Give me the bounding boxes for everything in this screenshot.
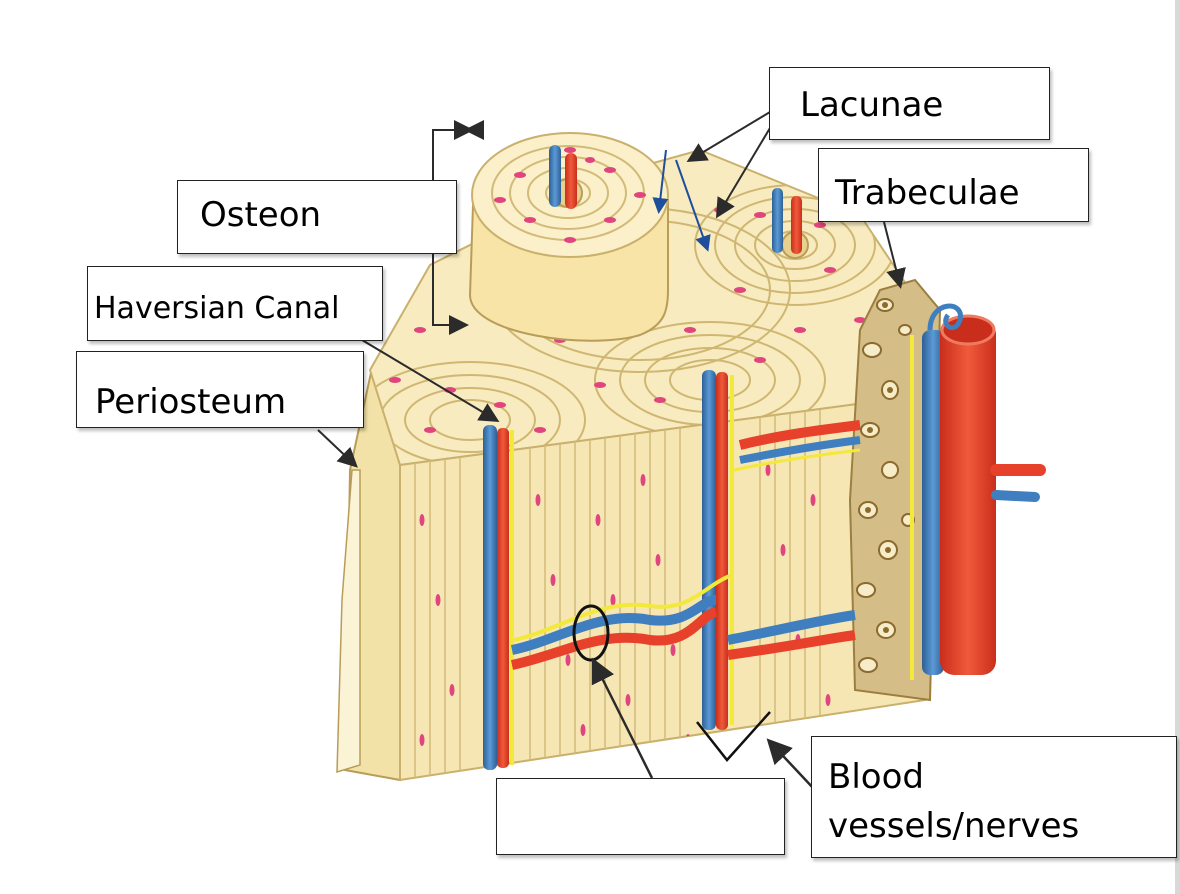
osteon-label: Osteon	[200, 195, 322, 235]
periosteum-label-box[interactable]: Periosteum	[76, 351, 364, 428]
trabeculae-label-box[interactable]: Trabeculae	[818, 148, 1089, 222]
blood-vessels-pointer	[766, 738, 816, 791]
large-vein	[922, 330, 944, 675]
blood-vessels-nerves-label-box[interactable]: Blood vessels/nerves	[811, 736, 1177, 858]
haversian-artery-left	[497, 428, 509, 768]
blank-box-pointer	[591, 657, 654, 779]
osteon-lacunae	[494, 147, 646, 243]
blank-label-box[interactable]	[496, 778, 785, 855]
volkmann-vein	[510, 595, 717, 655]
periosteum-label: Periosteum	[95, 382, 287, 422]
trabeculae-nodules	[865, 302, 893, 633]
second-canal-vein	[772, 188, 783, 253]
blood-vessels-nerves-label: Blood vessels/nerves	[828, 757, 1080, 847]
volkmann-circle-marker	[572, 604, 610, 662]
vein-coil	[927, 303, 963, 331]
volkmann-nerve-upper	[733, 448, 861, 472]
volkmann-vein-upper	[739, 436, 861, 464]
large-artery-opening	[940, 314, 996, 346]
haversian-artery-middle	[716, 372, 728, 730]
haversian-canal-label-box[interactable]: Haversian Canal	[87, 266, 383, 341]
volkmann-artery	[510, 607, 718, 670]
lacunae-pointer-2	[715, 127, 771, 219]
volkmann-vein-right	[727, 610, 856, 645]
periosteum-pointer	[317, 429, 358, 468]
lacunae-pointer-1	[686, 111, 771, 163]
trabeculae-label: Trabeculae	[835, 173, 1020, 213]
trabeculae-spaces	[856, 298, 915, 673]
page-edge	[1175, 0, 1180, 894]
osteon-label-box[interactable]: Osteon	[177, 180, 457, 254]
lacuna-blue-pointer-1	[652, 149, 669, 214]
osteon-artery	[565, 153, 577, 209]
lacunae-label: Lacunae	[800, 85, 944, 125]
front-lacunae	[419, 464, 831, 746]
lacunae-label-box[interactable]: Lacunae	[769, 67, 1050, 140]
lacuna-blue-pointer-2	[675, 159, 711, 252]
trabeculae-pointer	[883, 221, 906, 289]
haversian-vein-left	[483, 425, 497, 770]
volkmann-artery-upper	[738, 420, 861, 450]
periosteum-outer-layer	[336, 469, 361, 774]
vein-branch	[991, 490, 1040, 502]
haversian-vein-middle	[702, 370, 716, 730]
second-canal-artery	[791, 196, 802, 254]
volkmann-artery-right	[727, 630, 856, 660]
large-artery	[940, 320, 996, 675]
volkmann-nerve	[513, 573, 733, 642]
haversian-pointer	[361, 339, 500, 423]
blood-vessel-bracket	[696, 711, 771, 762]
osteon-vein	[549, 145, 561, 207]
haversian-canal-label: Haversian Canal	[94, 291, 340, 326]
front-lamellae	[414, 410, 821, 780]
